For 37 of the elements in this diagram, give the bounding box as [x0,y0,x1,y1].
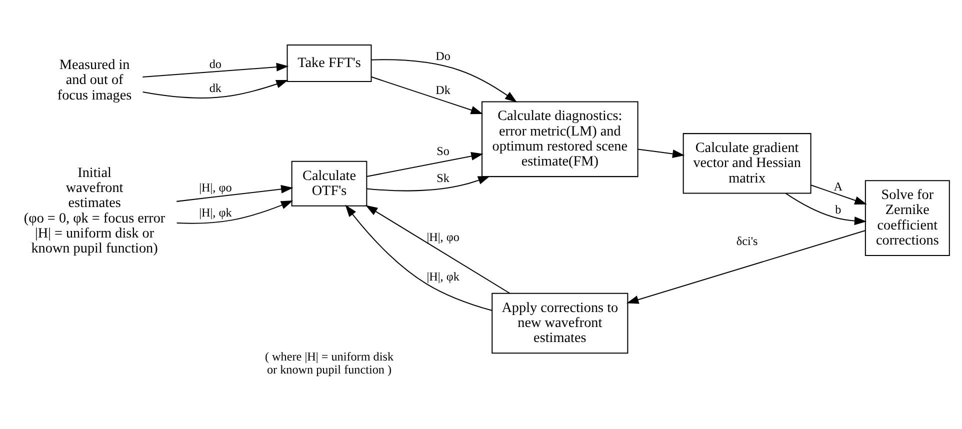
edge-label: So [436,144,450,158]
node-text: Measured in and out of focus images [57,57,132,104]
edge-label: A [834,179,842,194]
node-box: Solve for Zernike coefficient corrections [864,180,950,256]
edge-label: |H|, φk [426,269,460,284]
arrow [176,200,294,224]
arrow [371,76,484,114]
arrow [345,204,492,312]
edge-label: |H|, φo [426,230,460,244]
arrow [365,205,510,294]
arrow [371,59,518,102]
node-box: Calculate OTF's [291,160,368,206]
edge-label: dk [209,81,222,96]
arrow [366,176,490,192]
label: ( where |H| = uniform disk or known pupil function ) [264,349,394,376]
arrow [176,184,294,202]
edge-label: Do [436,48,450,63]
edge-label: Dk [436,83,450,98]
node-text: Initial wavefront estimates [66,164,124,212]
arrow [785,192,867,226]
arrow [810,184,867,204]
edge-label: b [835,202,842,217]
arrow [142,80,288,98]
node-box: Apply corrections to new wavefront estimates [492,292,628,354]
edge-label: |H|, φo [199,180,232,194]
edge-label: Sk [436,171,450,186]
arrow [638,148,685,158]
edge-label: δci's [736,234,758,248]
node-box: Calculate diagnostics: error metric(LM) and optimum restored scene estimate(FM) [482,101,638,178]
arrow [626,230,866,304]
node-box: Calculate gradient vector and Hessian matrix [682,133,812,194]
edge-label: do [209,56,222,71]
arrow [142,62,289,78]
node-box: Take FFT's [286,44,372,82]
edge-label: |H|, φk [199,206,232,220]
arrow [366,152,484,178]
node-label: (φo = 0, φk = focus error |H| = uniform disk or known pupil function) [24,210,166,257]
